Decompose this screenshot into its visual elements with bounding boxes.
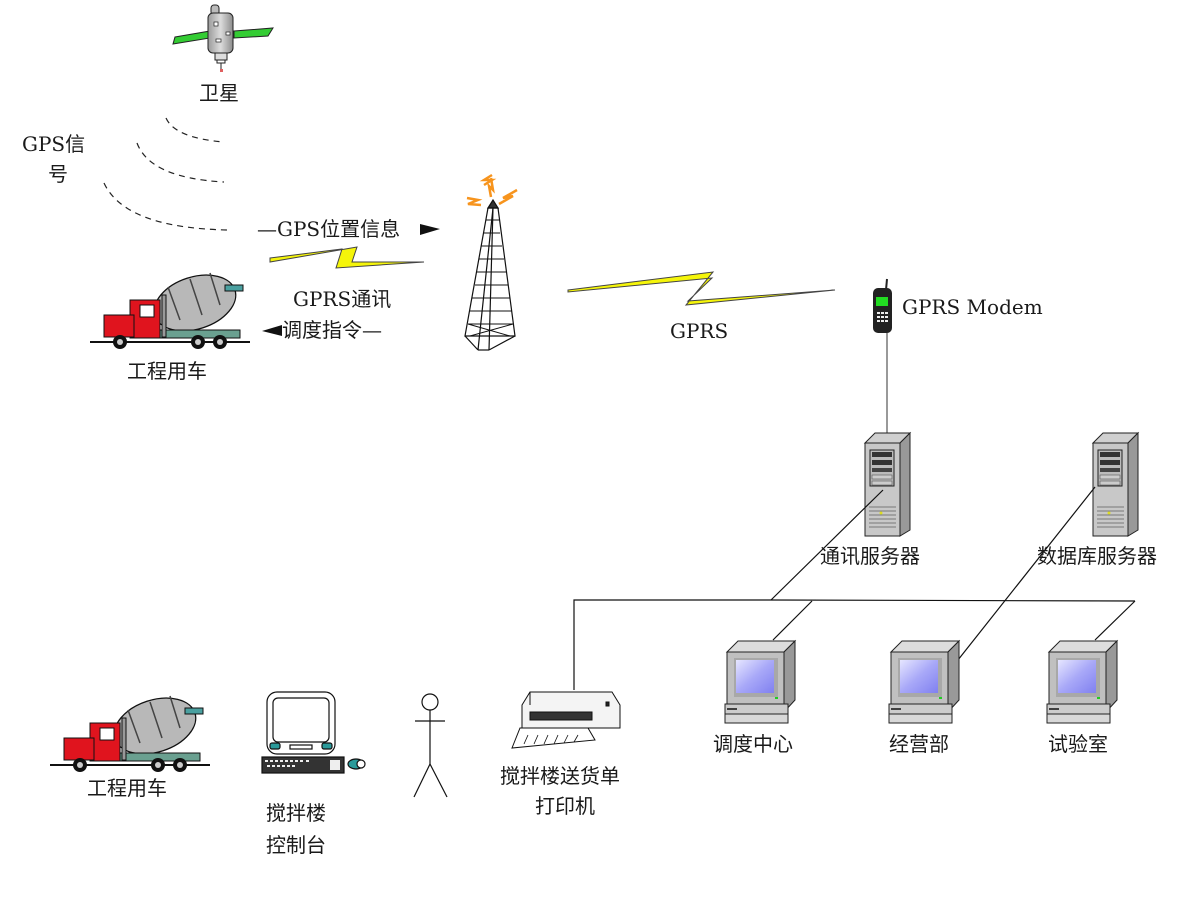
gps-position-arrow	[420, 224, 440, 235]
gps-signal-waves	[103, 117, 229, 231]
dispatch-command-label: 调度指令—	[282, 318, 382, 342]
desktop-computer-icon-dispatch	[724, 639, 797, 724]
mixer-console-label-line1: 搅拌楼	[266, 801, 326, 825]
printer-label-line1: 搅拌楼送货单	[500, 764, 620, 788]
satellite-icon	[172, 4, 274, 72]
lan-bus	[573, 486, 1136, 690]
business-dept-label: 经营部	[889, 732, 949, 756]
gprs-modem-label: GPRS Modem	[902, 295, 1043, 319]
gprs-link-lightning-left	[269, 246, 425, 269]
desktop-computer-icon-business	[888, 639, 961, 724]
comm-server-label: 通讯服务器	[820, 544, 920, 568]
workstation-icon	[261, 691, 366, 774]
dispatch-center-label: 调度中心	[713, 732, 793, 756]
db-server-icon	[1091, 431, 1140, 537]
mixer-console-label-line2: 控制台	[266, 833, 326, 857]
vehicle-bottom-label: 工程用车	[87, 776, 167, 800]
laboratory-label: 试验室	[1048, 732, 1108, 756]
desktop-computer-icon-lab	[1046, 639, 1119, 724]
printer-icon	[511, 691, 621, 749]
gprs-comm-label: GPRS通讯	[293, 287, 392, 311]
mobile-phone-icon	[873, 278, 892, 333]
printer-label-line2: 打印机	[535, 794, 595, 818]
mixer-truck-icon-top	[90, 272, 250, 349]
gps-signal-label-line1: GPS信	[22, 132, 86, 156]
vehicle-top-label: 工程用车	[127, 359, 207, 383]
dispatch-command-arrow	[262, 325, 282, 336]
db-server-label: 数据库服务器	[1037, 544, 1157, 568]
comm-server-icon	[863, 431, 912, 537]
mixer-truck-icon-bottom	[50, 695, 210, 772]
stick-figure-icon	[413, 693, 448, 798]
satellite-label: 卫星	[199, 81, 239, 105]
gps-signal-label-line2: 号	[48, 162, 68, 186]
tower-modem-gprs-label: GPRS	[670, 319, 729, 343]
gprs-link-lightning-right	[567, 271, 836, 306]
cell-tower-icon	[464, 173, 518, 351]
gps-position-label: —GPS位置信息	[257, 217, 401, 241]
